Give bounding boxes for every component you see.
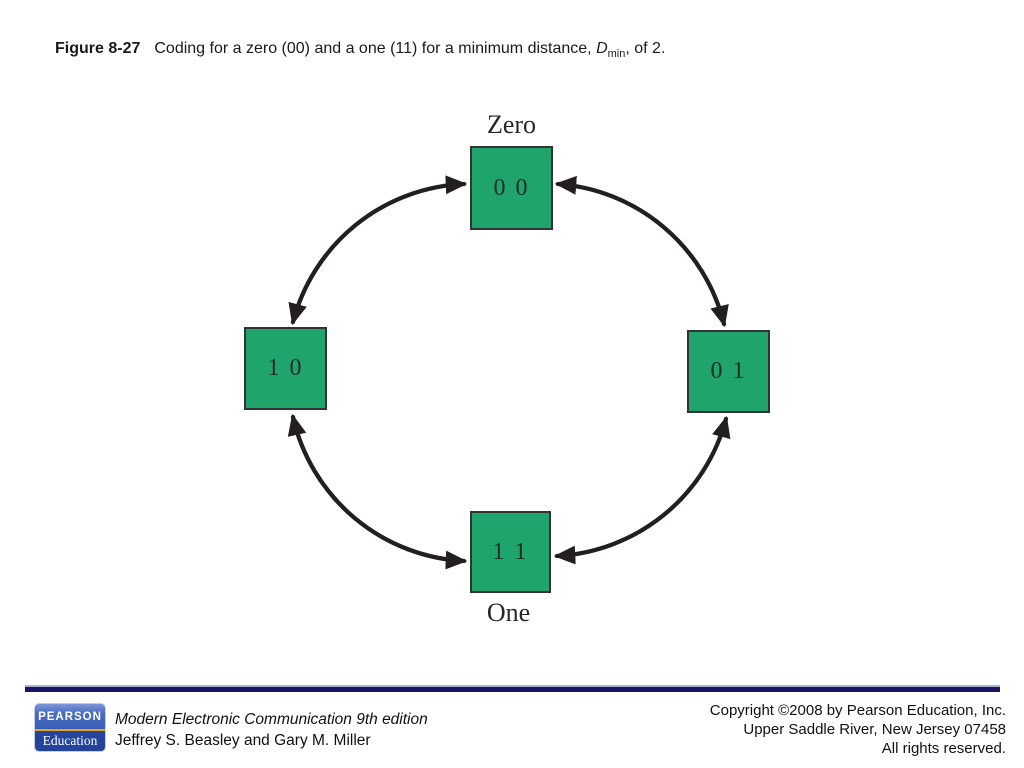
- dmin-subscript: min: [607, 48, 626, 61]
- code-box-10: 1 0: [244, 327, 327, 410]
- pearson-logo: PEARSON Education: [34, 703, 106, 752]
- copyright-line-3: All rights reserved.: [881, 740, 1006, 757]
- figure-caption: Figure 8-27 Coding for a zero (00) and a …: [55, 40, 665, 60]
- code-box-01-value: 0 1: [710, 358, 747, 384]
- footer-divider: [25, 685, 1000, 692]
- caption-text-before: Coding for a zero (00) and a one (11) fo…: [154, 40, 597, 57]
- pearson-logo-division: Education: [35, 731, 105, 751]
- copyright-notice: Copyright ©2008 by Pearson Education, In…: [710, 701, 1006, 758]
- code-box-00-value: 0 0: [493, 174, 530, 201]
- code-box-11-value: 1 1: [492, 538, 529, 565]
- book-authors: Jeffrey S. Beasley and Gary M. Miller: [115, 732, 371, 749]
- arc-right-bottom: [553, 415, 731, 565]
- dmin-symbol: D: [596, 40, 608, 57]
- copyright-line-1: Copyright ©2008 by Pearson Education, In…: [709, 702, 1006, 719]
- book-title: Modern Electronic Communication 9th edit…: [115, 711, 428, 728]
- arc-bottom-left: [287, 413, 468, 570]
- caption-text-after: , of 2.: [625, 40, 666, 57]
- code-box-10-value: 1 0: [267, 355, 304, 381]
- figure-number: Figure 8-27: [55, 40, 141, 57]
- code-box-00: 0 0: [470, 146, 553, 230]
- one-label: One: [486, 598, 531, 627]
- book-info: Modern Electronic Communication 9th edit…: [115, 709, 428, 751]
- arc-top-right: [554, 175, 729, 328]
- code-box-01: 0 1: [687, 330, 770, 413]
- arc-left-top: [288, 175, 468, 326]
- zero-label: Zero: [486, 110, 537, 139]
- pearson-logo-brand: PEARSON: [35, 704, 105, 732]
- copyright-line-2: Upper Saddle River, New Jersey 07458: [743, 721, 1006, 738]
- code-box-11: 1 1: [470, 511, 551, 593]
